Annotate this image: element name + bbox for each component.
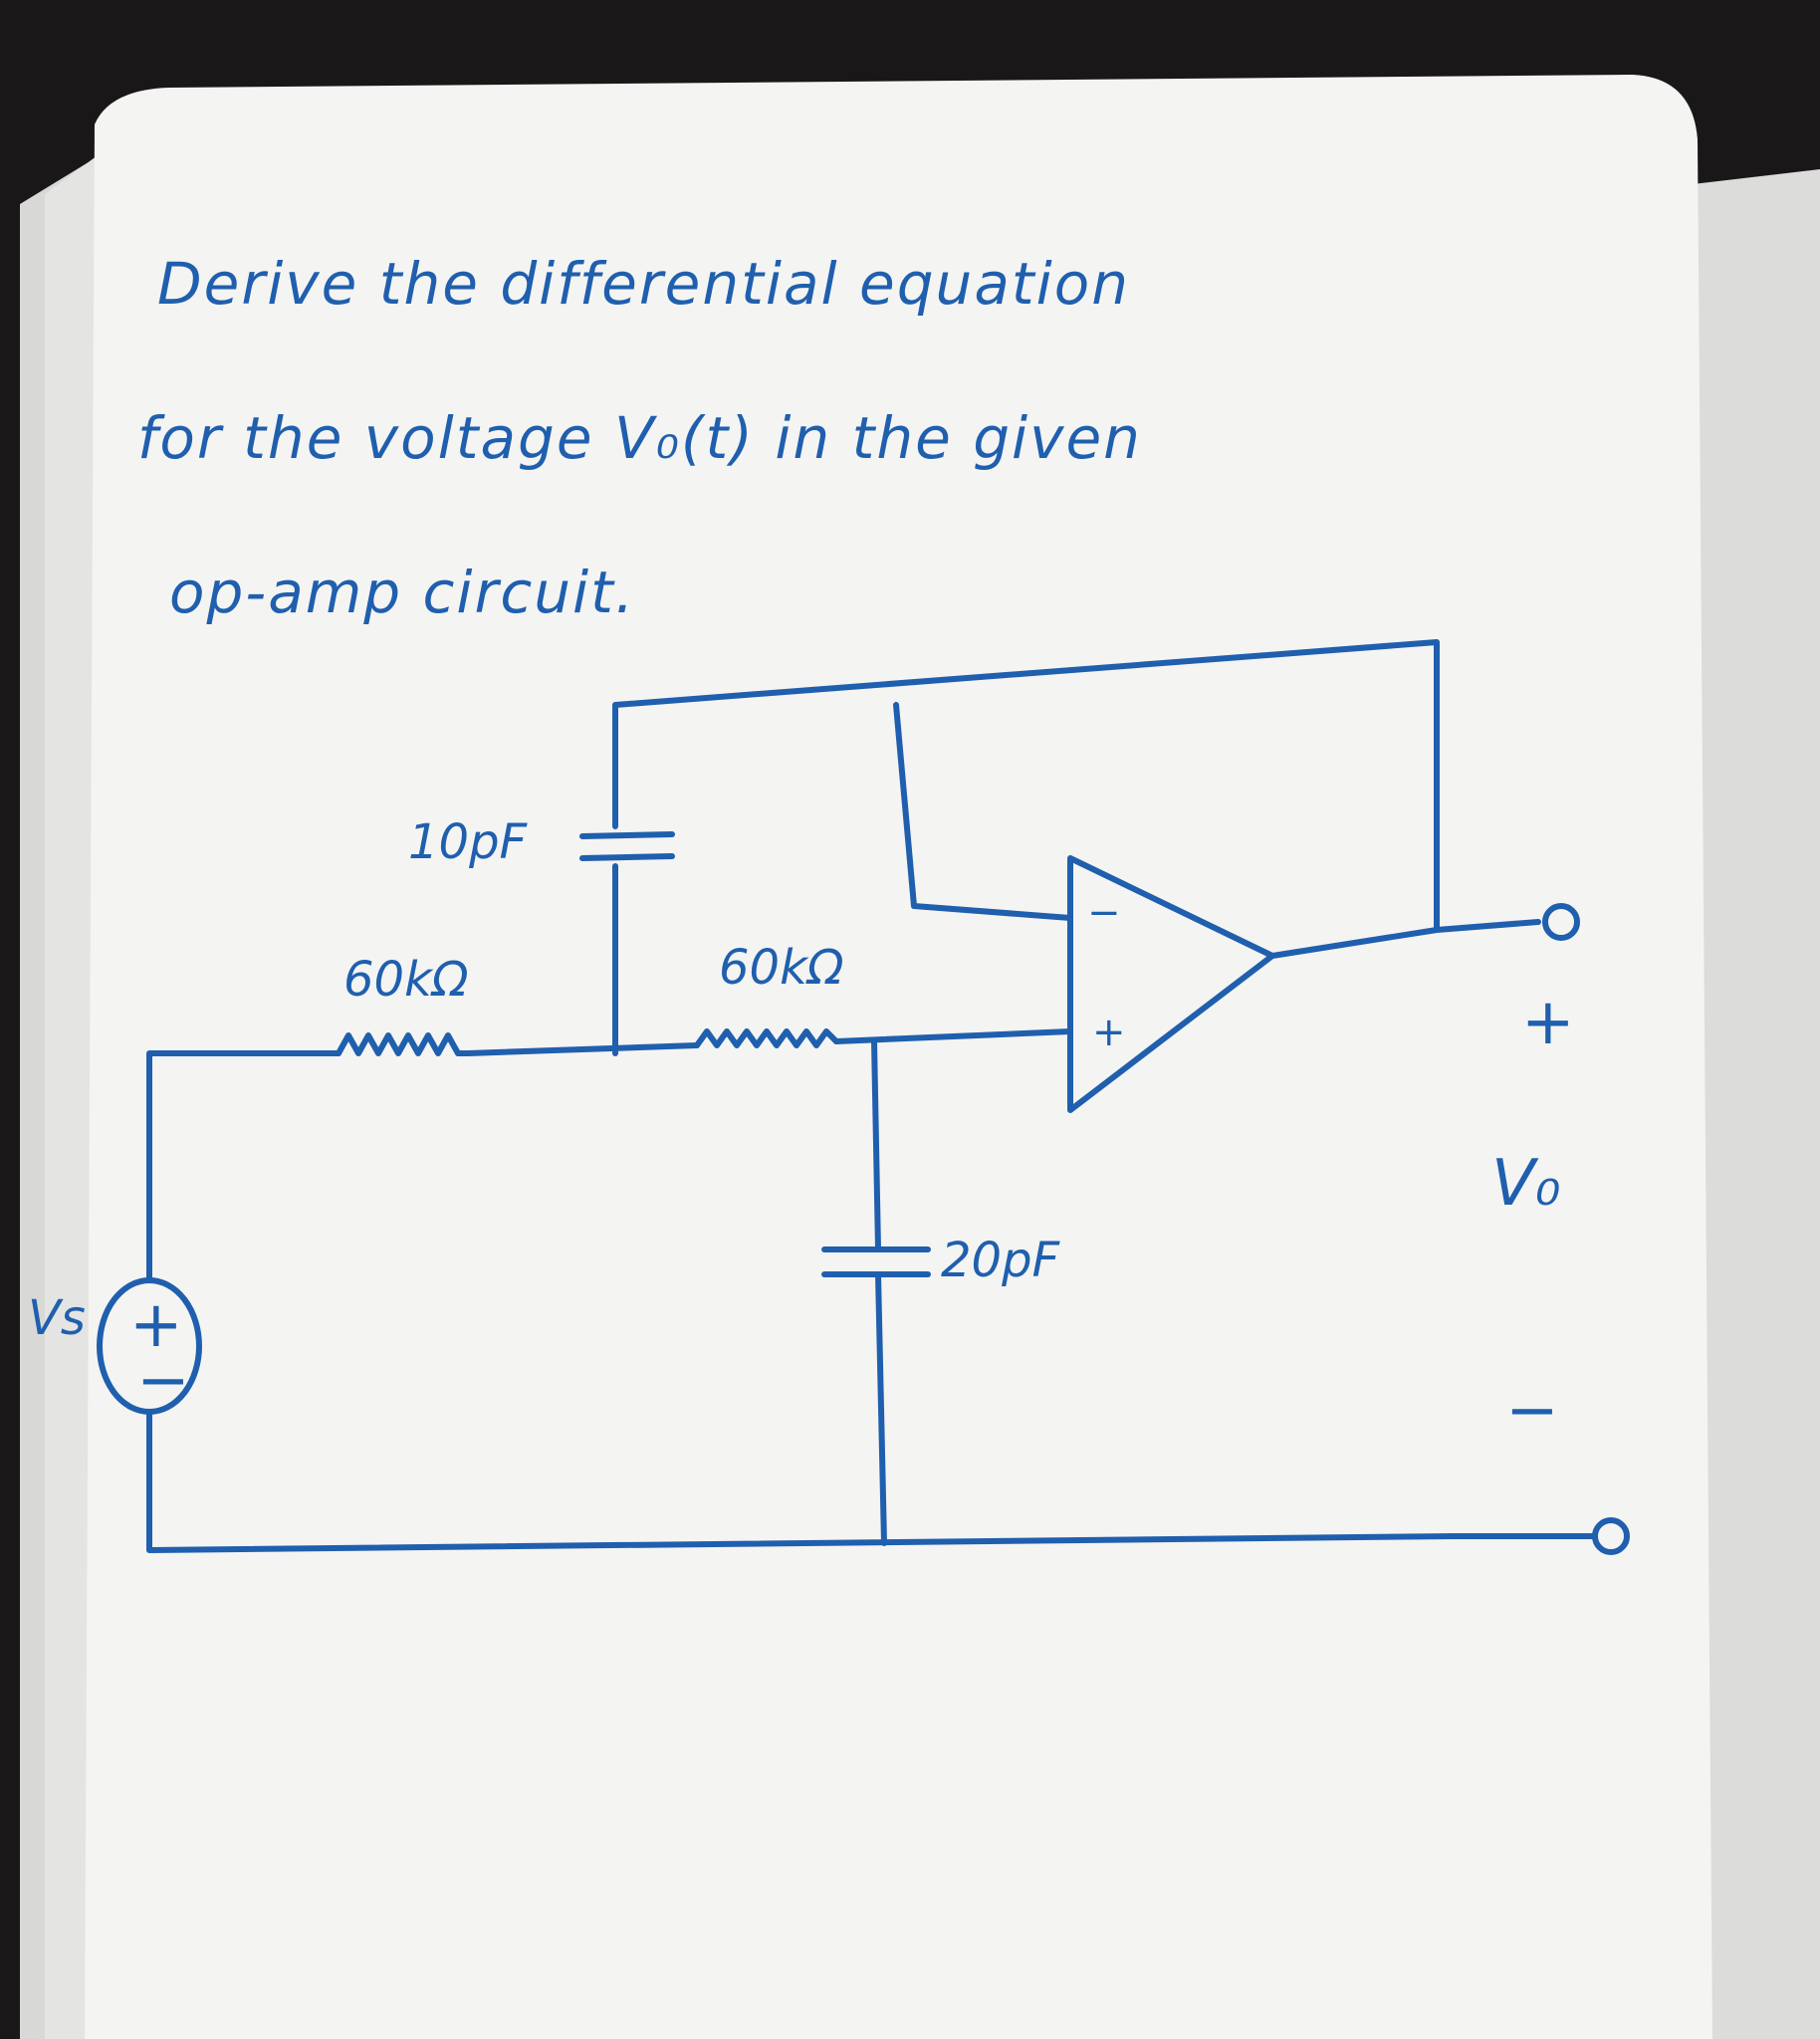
notebook-page xyxy=(85,75,1712,2039)
opamp xyxy=(1067,855,1275,1113)
circuit-diagram: + − Vs 60kΩ 60kΩ 10pF − + 20pF xyxy=(28,639,1630,1555)
output-terminal-bottom xyxy=(1592,1517,1630,1555)
opamp-inverting-sign: − xyxy=(1087,890,1121,936)
resistor-left-label: 60kΩ xyxy=(343,952,469,1008)
wire-cap-feedback-upper xyxy=(612,639,1440,933)
problem-line-1: Derive the differential equation xyxy=(157,250,1130,318)
problem-line-2: for the voltage V₀(t) in the given xyxy=(137,404,1142,472)
output-minus: − xyxy=(1505,1374,1559,1448)
source-plus: + xyxy=(129,1288,183,1362)
wire-cap-ground-upper xyxy=(871,1038,881,1252)
resistor-right xyxy=(694,1028,839,1048)
voltage-source xyxy=(97,1277,202,1415)
output-label: V₀ xyxy=(1491,1147,1560,1221)
output-plus: + xyxy=(1521,986,1575,1059)
wire-output xyxy=(1269,919,1541,959)
wire-source-left xyxy=(146,1050,341,1282)
source-minus: − xyxy=(136,1344,190,1418)
resistor-right-label: 60kΩ xyxy=(719,940,844,996)
source-label: Vs xyxy=(28,1290,86,1346)
cap-ground-label: 20pF xyxy=(941,1233,1061,1288)
wire-cap-ground-lower xyxy=(875,1271,887,1546)
wire-inverting-feedback xyxy=(893,702,1073,921)
resistor-left xyxy=(336,1032,471,1056)
next-page-edge xyxy=(1693,169,1820,2039)
opamp-noninverting-sign: + xyxy=(1092,1010,1126,1055)
cap-feedback-label: 10pF xyxy=(408,814,529,870)
wire-node-a xyxy=(465,1042,700,1056)
wire-source-bottom xyxy=(146,1409,1457,1553)
problem-line-3: op-amp circuit. xyxy=(169,559,635,626)
cap-feedback-plate-bottom xyxy=(579,853,675,861)
cap-feedback-plate-top xyxy=(579,831,675,839)
output-terminal-top xyxy=(1542,903,1580,941)
